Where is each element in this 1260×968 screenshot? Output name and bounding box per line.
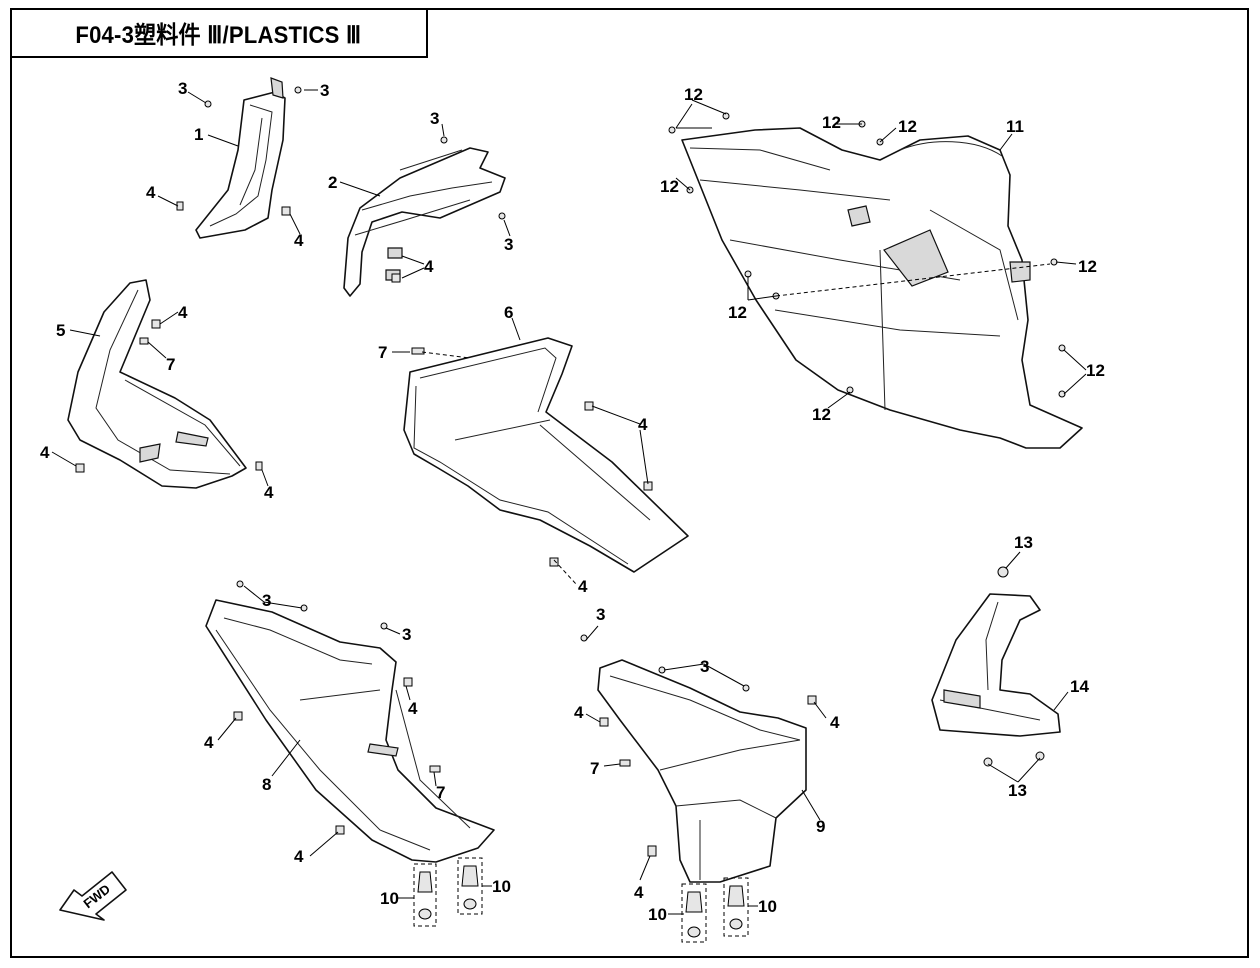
clip-group-10d [723, 877, 749, 937]
callout-10: 10 [492, 877, 511, 896]
callout-13: 13 [1014, 533, 1033, 552]
part-11-panel [681, 127, 1083, 449]
callout-12: 12 [728, 303, 747, 322]
callout-14: 14 [1070, 677, 1089, 696]
callout-2: 2 [328, 173, 337, 192]
callout-3: 3 [320, 81, 329, 100]
callout-3: 3 [402, 625, 411, 644]
part-9-panel [597, 659, 807, 883]
callout-4: 4 [634, 883, 644, 902]
callout-4: 4 [424, 257, 434, 276]
callout-7: 7 [166, 355, 175, 374]
callout-3: 3 [178, 79, 187, 98]
callout-6: 6 [504, 303, 513, 322]
callout-10: 10 [380, 889, 399, 908]
callout-12: 12 [1086, 361, 1105, 380]
clip-group-10a [413, 863, 437, 927]
title-block: F04-3塑料件 Ⅲ/PLASTICS Ⅲ [10, 8, 428, 58]
callout-4: 4 [294, 847, 304, 866]
callout-13: 13 [1008, 781, 1027, 800]
callout-5: 5 [56, 321, 65, 340]
callout-4: 4 [294, 231, 304, 250]
callout-3: 3 [262, 591, 271, 610]
callout-4: 4 [40, 443, 50, 462]
callout-3: 3 [596, 605, 605, 624]
clip-group-10b [457, 857, 483, 915]
part-6-panel [403, 337, 689, 573]
callout-12: 12 [660, 177, 679, 196]
callout-8: 8 [262, 775, 271, 794]
callout-7: 7 [436, 783, 445, 802]
callout-7: 7 [378, 343, 387, 362]
callout-11: 11 [1006, 117, 1024, 136]
page-title: F04-3塑料件 Ⅲ/PLASTICS Ⅲ [75, 21, 361, 49]
leader-lines [51, 89, 1087, 915]
callout-9: 9 [816, 817, 825, 836]
callout-3: 3 [430, 109, 439, 128]
clip-group-10c [681, 883, 707, 943]
part-14-bracket [931, 566, 1061, 737]
callouts: 3 3 1 4 4 3 2 3 4 5 4 7 4 4 7 6 4 4 12 1… [40, 79, 1105, 924]
callout-4: 4 [830, 713, 840, 732]
callout-4: 4 [204, 733, 214, 752]
callout-12: 12 [684, 85, 703, 104]
callout-4: 4 [574, 703, 584, 722]
callout-4: 4 [264, 483, 274, 502]
callout-7: 7 [590, 759, 599, 778]
callout-4: 4 [178, 303, 188, 322]
callout-10: 10 [648, 905, 667, 924]
callout-3: 3 [700, 657, 709, 676]
callout-4: 4 [146, 183, 156, 202]
callout-12: 12 [1078, 257, 1097, 276]
callout-4: 4 [578, 577, 588, 596]
callout-1: 1 [194, 125, 203, 144]
callout-12: 12 [898, 117, 917, 136]
callout-10: 10 [758, 897, 777, 916]
hardware-fasteners [75, 86, 1066, 857]
part-5-panel [67, 279, 247, 489]
part-8-panel [205, 599, 495, 863]
callout-3: 3 [504, 235, 513, 254]
drawing-frame [10, 8, 1249, 958]
callout-4: 4 [638, 415, 648, 434]
callout-12: 12 [812, 405, 831, 424]
callout-12: 12 [822, 113, 841, 132]
fwd-arrow: FWD [59, 871, 127, 921]
callout-4: 4 [408, 699, 418, 718]
